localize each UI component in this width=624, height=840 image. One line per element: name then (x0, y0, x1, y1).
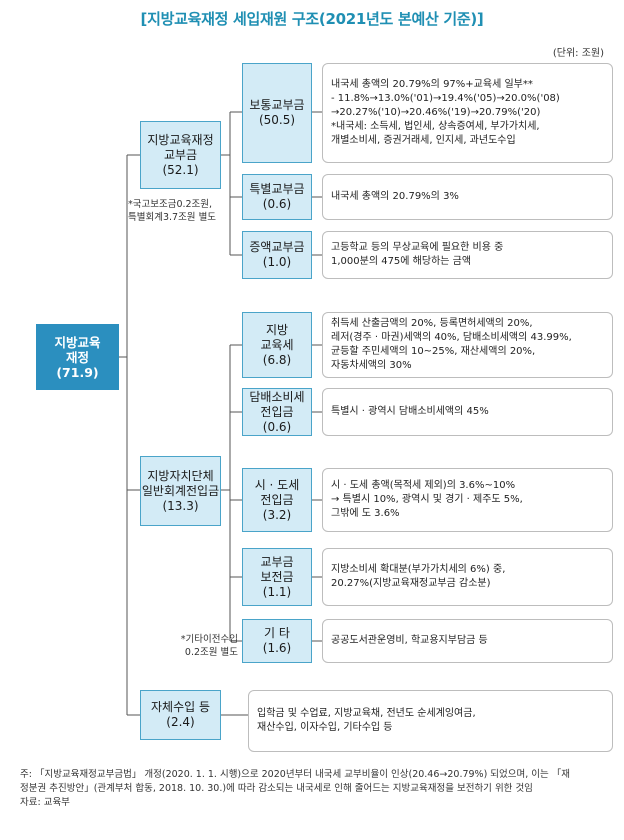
footer-note-line2: 정분권 추진방안」(관계부처 합동, 2018. 10. 30.)에 따라 감소… (20, 783, 533, 794)
transfer-item-other-desc: 공공도서관운영비, 학교용지부담금 등 (322, 619, 613, 663)
transfer-item-city-tax-desc: 시 · 도세 총액(목적세 제외)의 3.6%~10% → 특별시 10%, 광… (322, 468, 613, 532)
self-revenue-node: 자체수입 등 (2.4) (140, 690, 221, 740)
transfer-item-compensation-desc: 지방소비세 확대분(부가가치세의 6%) 중, 20.27%(지방교육재정교부금… (322, 548, 613, 606)
transfer-item-education-tax-desc: 취득세 산출금액의 20%, 등록면허세액의 20%, 레저(경주 · 마권)세… (322, 312, 613, 378)
transfer-item-city-tax-desc-text: 시 · 도세 총액(목적세 제외)의 3.6%~10% → 특별시 10%, 광… (331, 480, 523, 519)
transfer-item-other: 기 타 (1.6) (242, 619, 312, 663)
grant-node: 지방교육재정 교부금 (52.1) (140, 121, 221, 189)
transfer-item-education-tax-desc-text: 취득세 산출금액의 20%, 등록면허세액의 20%, 레저(경주 · 마권)세… (331, 318, 572, 371)
diagram-title: [지방교육재정 세입재원 구조(2021년도 본예산 기준)] (140, 10, 484, 28)
transfer-item-tobacco: 담배소비세 전입금 (0.6) (242, 388, 312, 436)
grant-item-ordinary: 보통교부금 (50.5) (242, 63, 312, 163)
transfer-node: 지방자치단체 일반회계전입금 (13.3) (140, 456, 221, 526)
grant-item-ordinary-desc-text: 내국세 총액의 20.79%의 97%+교육세 일부** - 11.8%→13.… (331, 79, 560, 146)
grant-item-special: 특별교부금 (0.6) (242, 174, 312, 220)
transfer-note: *기타이전수입 0.2조원 별도 (180, 634, 238, 658)
root-node: 지방교육 재정 (71.9) (36, 324, 119, 390)
transfer-item-tobacco-desc: 특별시 · 광역시 담배소비세액의 45% (322, 388, 613, 436)
transfer-item-tobacco-desc-text: 특별시 · 광역시 담배소비세액의 45% (331, 406, 489, 417)
grant-item-special-desc: 내국세 총액의 20.79%의 3% (322, 174, 613, 220)
footer-source: 자료: 교육부 (20, 797, 70, 808)
footer-note-line1: 주: 「지방교육재정교부금법」 개정(2020. 1. 1. 시행)으로 202… (20, 769, 571, 780)
transfer-item-other-desc-text: 공공도서관운영비, 학교용지부담금 등 (331, 635, 488, 646)
transfer-item-city-tax: 시 · 도세 전입금 (3.2) (242, 468, 312, 532)
footer-notes: 주: 「지방교육재정교부금법」 개정(2020. 1. 1. 시행)으로 202… (20, 768, 610, 810)
transfer-item-compensation: 교부금 보전금 (1.1) (242, 548, 312, 606)
transfer-item-compensation-desc-text: 지방소비세 확대분(부가가치세의 6%) 중, 20.27%(지방교육재정교부금… (331, 564, 506, 589)
grant-item-special-desc-text: 내국세 총액의 20.79%의 3% (331, 191, 459, 202)
self-revenue-desc: 입학금 및 수업료, 지방교육채, 전년도 순세계잉여금, 재산수입, 이자수입… (248, 690, 613, 752)
grant-item-ordinary-desc: 내국세 총액의 20.79%의 97%+교육세 일부** - 11.8%→13.… (322, 63, 613, 163)
grant-item-increase-desc-text: 고등학교 등의 무상교육에 필요한 비용 중 1,000분의 475에 해당하는… (331, 242, 504, 267)
grant-item-increase: 증액교부금 (1.0) (242, 231, 312, 279)
transfer-item-education-tax: 지방 교육세 (6.8) (242, 312, 312, 378)
grant-note: *국고보조금0.2조원, 특별회계3.7조원 별도 (128, 199, 217, 223)
self-revenue-desc-text: 입학금 및 수업료, 지방교육채, 전년도 순세계잉여금, 재산수입, 이자수입… (257, 708, 476, 733)
unit-label: (단위: 조원) (552, 48, 604, 59)
grant-item-increase-desc: 고등학교 등의 무상교육에 필요한 비용 중 1,000분의 475에 해당하는… (322, 231, 613, 279)
